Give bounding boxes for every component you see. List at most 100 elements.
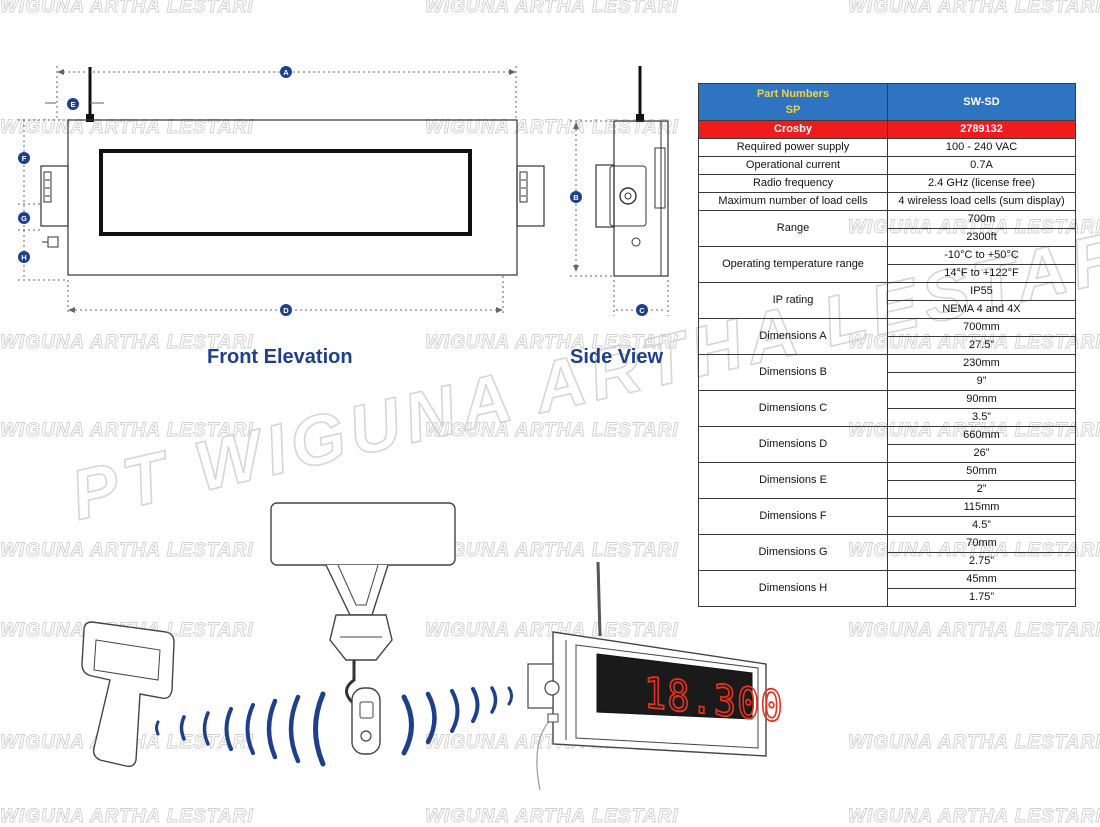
spec-label: Radio frequency	[698, 174, 888, 193]
marker-g: G	[18, 212, 30, 224]
spec-table: Part Numbers SP SW-SD Crosby 2789132 Req…	[698, 83, 1076, 607]
spec-label: Dimensions H	[698, 570, 888, 607]
watermark-text: WIGUNA ARTHA LESTARI	[0, 117, 254, 138]
spec-label: Maximum number of load cells	[698, 192, 888, 211]
handheld-remote	[81, 621, 175, 768]
table-row: 1.75”	[699, 588, 1076, 607]
watermark-text: WIGUNA ARTHA LESTARI	[425, 0, 679, 17]
table-row: 3.5”	[699, 408, 1076, 427]
marker-b: B	[570, 191, 582, 203]
watermark-text: WIGUNA ARTHA LESTARI	[0, 332, 254, 353]
spec-value: 4.5”	[887, 516, 1076, 535]
spec-value: 100 - 240 VAC	[887, 138, 1076, 157]
wireless-waves-right	[401, 686, 513, 756]
svg-text:D: D	[283, 306, 289, 315]
spec-label: Dimensions A	[698, 318, 888, 355]
watermark-text: WIGUNA ARTHA LESTARI	[0, 806, 254, 827]
watermark-text: WIGUNA ARTHA LESTARI	[848, 620, 1100, 641]
part-numbers-label: Part Numbers	[756, 88, 830, 100]
table-header-row: Part Numbers SP SW-SD	[698, 83, 1076, 121]
spec-value: IP55	[887, 282, 1076, 301]
svg-text:A: A	[283, 68, 289, 77]
watermark-text: WIGUNA ARTHA LESTARI	[425, 540, 679, 561]
spec-value: -10°C to +50°C	[887, 246, 1076, 265]
brand-label: Crosby	[698, 120, 888, 139]
spec-label: Dimensions B	[698, 354, 888, 391]
spec-label: Dimensions C	[698, 390, 888, 427]
watermark-text: WIGUNA ARTHA LESTARI	[848, 806, 1100, 827]
svg-text:C: C	[639, 306, 645, 315]
spec-value: 2.4 GHz (license free)	[887, 174, 1076, 193]
spec-label: Dimensions E	[698, 462, 888, 499]
crane-illustration	[270, 502, 456, 755]
brand-row: Crosby 2789132	[698, 120, 1076, 139]
spec-label: Dimensions G	[698, 534, 888, 571]
spec-value: 4 wireless load cells (sum display)	[887, 192, 1076, 211]
spec-value: 2300ft	[887, 228, 1076, 247]
watermark-text: WIGUNA ARTHA LESTARI	[848, 732, 1100, 753]
spec-value: 700m	[887, 210, 1076, 229]
svg-text:H: H	[21, 253, 26, 262]
watermark-text: WIGUNA ARTHA LESTARI	[0, 0, 254, 17]
svg-text:G: G	[21, 214, 27, 223]
marker-c: C	[636, 304, 648, 316]
watermark-text: WIGUNA ARTHA LESTARI	[425, 332, 679, 353]
spec-label: Dimensions D	[698, 426, 888, 463]
svg-text:B: B	[573, 193, 579, 202]
spec-label: Range	[698, 210, 888, 247]
spec-value: 700mm	[887, 318, 1076, 337]
model-header: SW-SD	[887, 83, 1076, 121]
marker-e: E	[67, 98, 79, 110]
spec-label: Required power supply	[698, 138, 888, 157]
spec-label: IP rating	[698, 282, 888, 319]
brand-value: 2789132	[887, 120, 1076, 139]
spec-value: 660mm	[887, 426, 1076, 445]
part-numbers-header: Part Numbers SP	[698, 83, 888, 121]
watermark-text: WIGUNA ARTHA LESTARI	[0, 540, 254, 561]
spec-value: 230mm	[887, 354, 1076, 373]
marker-h: H	[18, 251, 30, 263]
spec-value: NEMA 4 and 4X	[887, 300, 1076, 319]
watermark-text: WIGUNA ARTHA LESTARI	[425, 806, 679, 827]
spec-value: 45mm	[887, 570, 1076, 589]
spec-value: 26”	[887, 444, 1076, 463]
remote-display-unit: 18.300	[527, 561, 784, 791]
front-elevation-caption: Front Elevation	[207, 346, 353, 368]
watermark-text: WIGUNA ARTHA LESTARI	[425, 420, 679, 441]
svg-text:F: F	[22, 154, 27, 163]
marker-d: D	[280, 304, 292, 316]
spec-value: 2.75”	[887, 552, 1076, 571]
svg-text:E: E	[70, 100, 75, 109]
spec-value: 27.5”	[887, 336, 1076, 355]
spec-label: Dimensions F	[698, 498, 888, 535]
side-view-caption: Side View	[570, 346, 664, 368]
spec-value: 115mm	[887, 498, 1076, 517]
spec-value: 1.75”	[887, 588, 1076, 607]
sp-label: SP	[785, 104, 801, 116]
spec-label: Operational current	[698, 156, 888, 175]
spec-value: 3.5”	[887, 408, 1076, 427]
front-elevation-drawing	[18, 66, 545, 314]
spec-label: Operating temperature range	[698, 246, 888, 283]
side-view-drawing	[570, 66, 669, 316]
watermark-text: WIGUNA ARTHA LESTARI	[0, 420, 254, 441]
table-row: NEMA 4 and 4X	[699, 300, 1076, 319]
marker-f: F	[18, 152, 30, 164]
spec-value: 0.7A	[887, 156, 1076, 175]
spec-value: 90mm	[887, 390, 1076, 409]
watermark-text: WIGUNA ARTHA LESTARI	[848, 0, 1100, 17]
wireless-waves-left	[155, 691, 326, 767]
